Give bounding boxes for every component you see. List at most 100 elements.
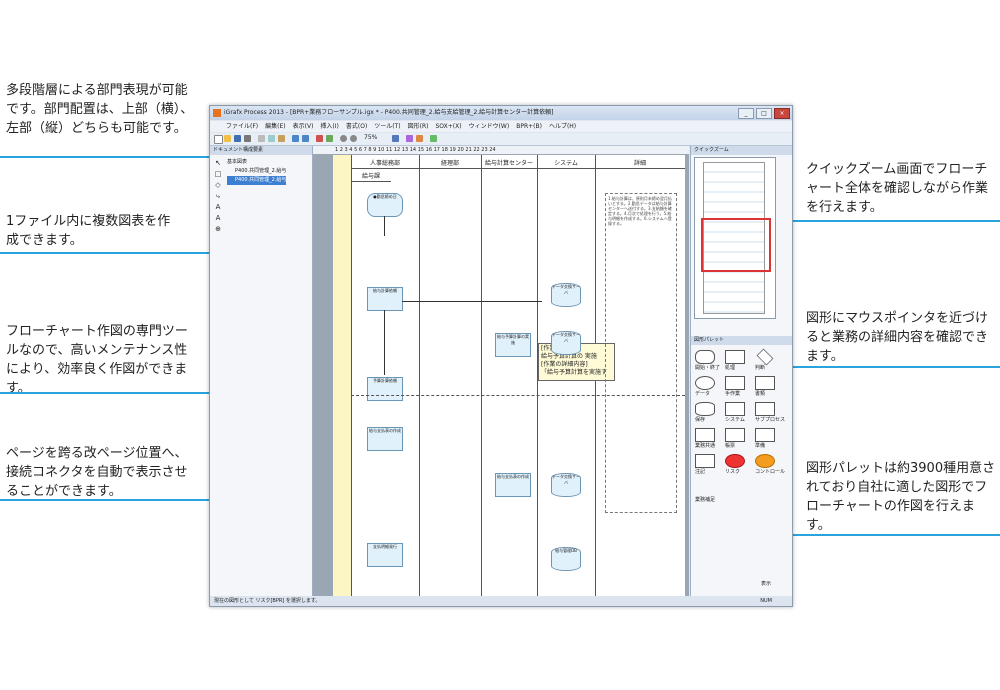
toolbar: 75% [210,133,792,146]
tree-root[interactable]: 基本図表 [227,159,248,165]
database-shape[interactable]: データ交換サーバ [551,283,581,307]
palette-shape[interactable] [695,376,715,390]
flow-start[interactable]: ●勤怠締め日 [367,193,403,217]
zoom-in-icon[interactable] [340,135,347,142]
flow-process[interactable]: 予算計算依頼 [367,377,403,401]
palette-shape[interactable] [725,402,745,416]
palette-label: 業務補足 [695,497,716,503]
palette-shape[interactable] [695,454,715,468]
bpr-icon[interactable] [406,135,413,142]
maximize-button[interactable]: □ [756,108,772,119]
paste-icon[interactable] [278,135,285,142]
tooltip-line: 給与予算計算の 実施 [541,353,597,360]
menu-format[interactable]: 書式(O) [345,123,368,130]
copy-icon[interactable] [268,135,275,142]
flow-connector [402,301,542,302]
drawing-tools: ↖ □ ◇ ⤷ A A ⊕ [212,158,224,235]
palette-shape[interactable] [755,402,775,416]
palette-shape[interactable] [755,428,775,442]
palette-shape[interactable] [755,454,775,468]
leader-line [736,220,1000,222]
palette-shape[interactable] [755,376,775,390]
menu-file[interactable]: ファイル(F) [226,123,259,130]
menu-edit[interactable]: 編集(E) [265,123,286,130]
diagram-canvas[interactable]: 1 2 3 4 5 6 7 8 9 10 11 12 13 14 15 16 1… [313,146,689,596]
palette-shape[interactable] [695,350,715,364]
database-shape[interactable]: 給与管理DB [551,547,581,571]
zoom-out-icon[interactable] [350,135,357,142]
palette-shape[interactable] [725,350,745,364]
minimize-button[interactable]: _ [738,108,754,119]
new-icon[interactable] [214,135,223,144]
close-button[interactable]: × [774,108,790,119]
zoom-level[interactable]: 75% [364,134,378,141]
tree-sheet-2[interactable]: P400.共同管理_2.給与 [227,176,287,185]
connector-tool-icon[interactable]: ⤷ [216,192,220,200]
palette-label: 準備 [755,443,766,449]
flow-connector [384,216,385,236]
save-icon[interactable] [234,135,241,142]
flow-process[interactable]: 給与計算依頼 [367,287,403,311]
palette-shape[interactable] [725,428,745,442]
menu-help[interactable]: ヘルプ(H) [548,123,577,130]
redo-icon[interactable] [302,135,309,142]
pan-tool-icon[interactable]: ⊕ [215,225,221,233]
diamond-tool-icon[interactable]: ◇ [215,181,221,189]
palette-label: 注記 [695,469,706,475]
flow-process[interactable]: 給与予算計算の実施 [495,333,531,357]
lane-divider [351,155,352,596]
cut-icon[interactable] [258,135,265,142]
quick-zoom-viewport[interactable] [701,218,771,272]
select-tool-icon[interactable]: ↖ [215,159,221,167]
menu-tools[interactable]: ツール(T) [374,123,401,130]
palette-footer[interactable]: 表示 [761,581,772,587]
ruler: 1 2 3 4 5 6 7 8 9 10 11 12 13 14 15 16 1… [313,146,689,154]
connector-icon[interactable] [316,135,323,142]
menu-shape[interactable]: 図形(R) [407,123,429,130]
document-pane-header: ドキュメント構成要素 [210,146,312,155]
lane-divider [481,155,482,596]
page-break-line [351,395,685,396]
flow-connector [384,310,385,375]
database-shape[interactable]: データ交換サーバ [551,473,581,497]
menu-view[interactable]: 表示(V) [292,123,314,130]
diagram-page: 人事総務部 経理部 給与計算センター システム 詳細 給与課 ●勤怠締め日 給与… [333,155,685,596]
callout-quick-zoom: クイックズーム画面でフローチャート全体を確認しながら作業を行えます。 [806,162,989,215]
right-pane: クイックズーム 図形パレット 開始・終了 処理 判断 データ 手作業 書類 保存… [690,146,792,596]
database-shape[interactable]: データ交換サーバ [551,331,581,355]
palette-label: サブプロセス [755,417,786,423]
menu-sox[interactable]: SOX+(X) [435,123,462,130]
menu-insert[interactable]: 挿入(I) [320,123,339,130]
sox-icon[interactable] [416,135,423,142]
tree-sheet-1[interactable]: P400.共同管理_2.給与 [235,168,287,174]
palette-shape[interactable] [756,348,774,366]
open-icon[interactable] [224,135,231,142]
quick-zoom-view[interactable] [694,157,776,319]
print-icon[interactable] [244,135,251,142]
palette-shape[interactable] [695,428,715,442]
lane-header-hr: 人事総務部 [351,158,419,169]
shape-icon[interactable] [326,135,333,142]
lane-header-system: システム [537,158,595,169]
rectangle-tool-icon[interactable]: □ [214,170,222,178]
flow-process[interactable]: 給与支払表の作成 [495,473,531,497]
flow-process[interactable]: 支払明細発行 [367,543,403,567]
palette-shape[interactable] [725,376,745,390]
flow-process[interactable]: 給与支払表の作成 [367,427,403,451]
undo-icon[interactable] [292,135,299,142]
menu-bpr[interactable]: BPR+(B) [516,123,542,130]
report-icon[interactable] [430,135,437,142]
lane-divider [537,155,538,596]
palette-shape[interactable] [725,454,745,468]
palette-label: 手作業 [725,391,741,397]
text-box-tool-icon[interactable]: A [215,214,221,222]
callout-dedicated-tool: フローチャート作図の専門ツールなので、高いメンテナンス性により、効率良く作図がで… [6,324,188,396]
palette-shape[interactable] [695,402,715,416]
properties-icon[interactable] [392,135,399,142]
leader-line [605,366,1000,368]
detail-notes: 1.給与計算は、原則月末締め翌月払いとする。2.勤怠データは給与計算センターへ送… [605,193,677,513]
lane-header-payroll-center: 給与計算センター [481,158,537,169]
menu-window[interactable]: ウィンドウ(W) [468,123,510,130]
text-tool-icon[interactable]: A [215,203,221,211]
leader-line [730,534,1000,536]
